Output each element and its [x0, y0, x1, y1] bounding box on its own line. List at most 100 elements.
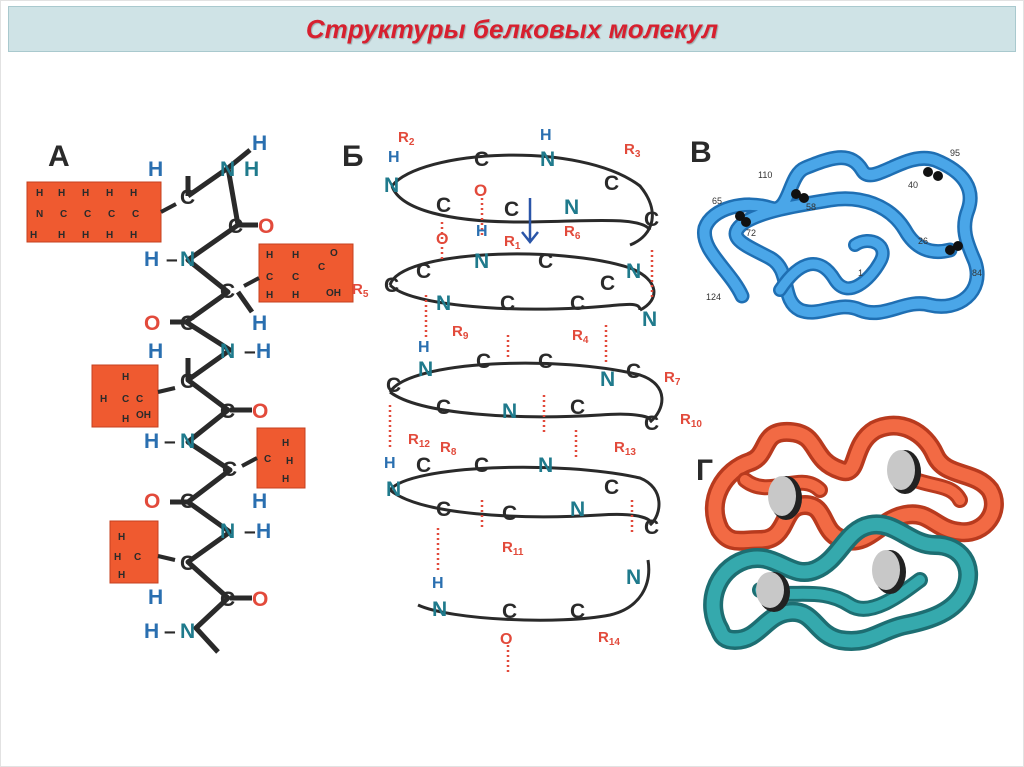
svg-text:O: O: [144, 490, 160, 513]
svg-text:H: H: [252, 312, 267, 335]
svg-text:O: O: [252, 400, 268, 423]
svg-text:H: H: [30, 230, 37, 241]
svg-text:C: C: [644, 516, 659, 539]
svg-text:R12: R12: [408, 431, 430, 450]
svg-text:H: H: [292, 250, 299, 261]
arrow-down-icon: [521, 198, 539, 245]
svg-text:C: C: [386, 374, 401, 397]
svg-text:N: N: [36, 209, 43, 220]
svg-text:H: H: [252, 490, 267, 513]
svg-text:H: H: [292, 290, 299, 301]
svg-text:C: C: [600, 272, 615, 295]
svg-text:N: N: [626, 566, 641, 589]
svg-text:C: C: [180, 186, 195, 209]
svg-text:N: N: [436, 292, 451, 315]
svg-text:N: N: [418, 358, 433, 381]
svg-text:H: H: [100, 394, 107, 405]
residue-number: 26: [918, 236, 928, 246]
side-chain-box-5: [109, 520, 159, 584]
svg-text:–: –: [244, 520, 256, 543]
svg-text:H: H: [256, 340, 271, 363]
slide-title: Структуры белковых молекул: [305, 13, 719, 44]
svg-text:H: H: [58, 188, 65, 199]
residue-number: 84: [972, 268, 982, 278]
svg-text:O: O: [500, 631, 512, 648]
svg-text:C: C: [644, 412, 659, 435]
svg-text:N: N: [180, 430, 195, 453]
svg-text:C: C: [318, 262, 325, 273]
panel-b-label: Б: [342, 140, 364, 173]
svg-text:C: C: [644, 208, 659, 231]
side-chain-box-2: [258, 243, 354, 303]
svg-text:C: C: [122, 394, 129, 405]
svg-text:O: O: [144, 312, 160, 335]
svg-text:C: C: [136, 394, 143, 405]
svg-text:C: C: [264, 454, 271, 465]
residue-number: 65: [712, 196, 722, 206]
svg-text:C: C: [538, 350, 553, 373]
svg-text:H: H: [148, 340, 163, 363]
svg-text:C: C: [436, 194, 451, 217]
svg-text:H: H: [476, 223, 488, 240]
side-chain-box-1: [26, 181, 162, 243]
svg-text:H: H: [540, 127, 552, 144]
side-chain-box-4: [256, 427, 306, 489]
svg-text:N: N: [432, 598, 447, 621]
svg-text:C: C: [220, 280, 235, 303]
svg-text:H: H: [384, 455, 396, 472]
panel-b-secondary-structure: Б N: [342, 127, 702, 672]
svg-text:C: C: [132, 209, 139, 220]
svg-text:N: N: [564, 196, 579, 219]
svg-text:C: C: [180, 312, 195, 335]
svg-text:C: C: [180, 370, 195, 393]
svg-text:R14: R14: [598, 629, 620, 648]
panel-v-tertiary-structure: В 110 95 65 58 40 72 26 1 84 124: [690, 136, 985, 321]
svg-text:N: N: [220, 520, 235, 543]
svg-text:H: H: [106, 188, 113, 199]
svg-text:R6: R6: [564, 223, 581, 242]
svg-text:C: C: [502, 600, 517, 623]
svg-text:C: C: [222, 458, 237, 481]
svg-text:H: H: [144, 248, 159, 271]
svg-text:H: H: [122, 414, 129, 425]
svg-text:H: H: [36, 188, 43, 199]
svg-text:–: –: [166, 248, 178, 271]
panel-g-quaternary-structure: Г: [696, 415, 1004, 651]
svg-text:R10: R10: [680, 411, 702, 430]
residue-number: 58: [806, 202, 816, 212]
svg-text:H: H: [148, 586, 163, 609]
svg-text:H: H: [244, 158, 259, 181]
svg-text:–: –: [164, 620, 176, 643]
svg-text:R8: R8: [440, 439, 457, 458]
panel-a-label: А: [48, 140, 70, 173]
svg-text:N: N: [540, 148, 555, 171]
svg-text:R13: R13: [614, 439, 636, 458]
svg-text:O: O: [258, 215, 274, 238]
residue-number: 124: [706, 292, 721, 302]
svg-text:N: N: [600, 368, 615, 391]
svg-text:C: C: [180, 552, 195, 575]
svg-text:H: H: [130, 230, 137, 241]
panel-a-primary-structure: А NHH CHH CHH CHH: [26, 132, 354, 654]
svg-text:N: N: [384, 174, 399, 197]
svg-text:H: H: [118, 570, 125, 581]
svg-text:N: N: [642, 308, 657, 331]
svg-text:C: C: [436, 396, 451, 419]
svg-text:R4: R4: [572, 327, 589, 346]
svg-text:C: C: [476, 350, 491, 373]
svg-text:C: C: [84, 209, 91, 220]
svg-text:C: C: [180, 490, 195, 513]
svg-text:H: H: [118, 532, 125, 543]
svg-text:C: C: [474, 454, 489, 477]
svg-text:C: C: [108, 209, 115, 220]
panel-g-label: Г: [696, 454, 713, 487]
svg-text:R7: R7: [664, 369, 681, 388]
svg-text:H: H: [82, 230, 89, 241]
residue-number: 72: [746, 228, 756, 238]
svg-text:C: C: [474, 148, 489, 171]
svg-text:R3: R3: [624, 141, 641, 160]
svg-text:H: H: [82, 188, 89, 199]
svg-text:C: C: [416, 260, 431, 283]
svg-text:H: H: [144, 430, 159, 453]
svg-text:C: C: [228, 215, 243, 238]
